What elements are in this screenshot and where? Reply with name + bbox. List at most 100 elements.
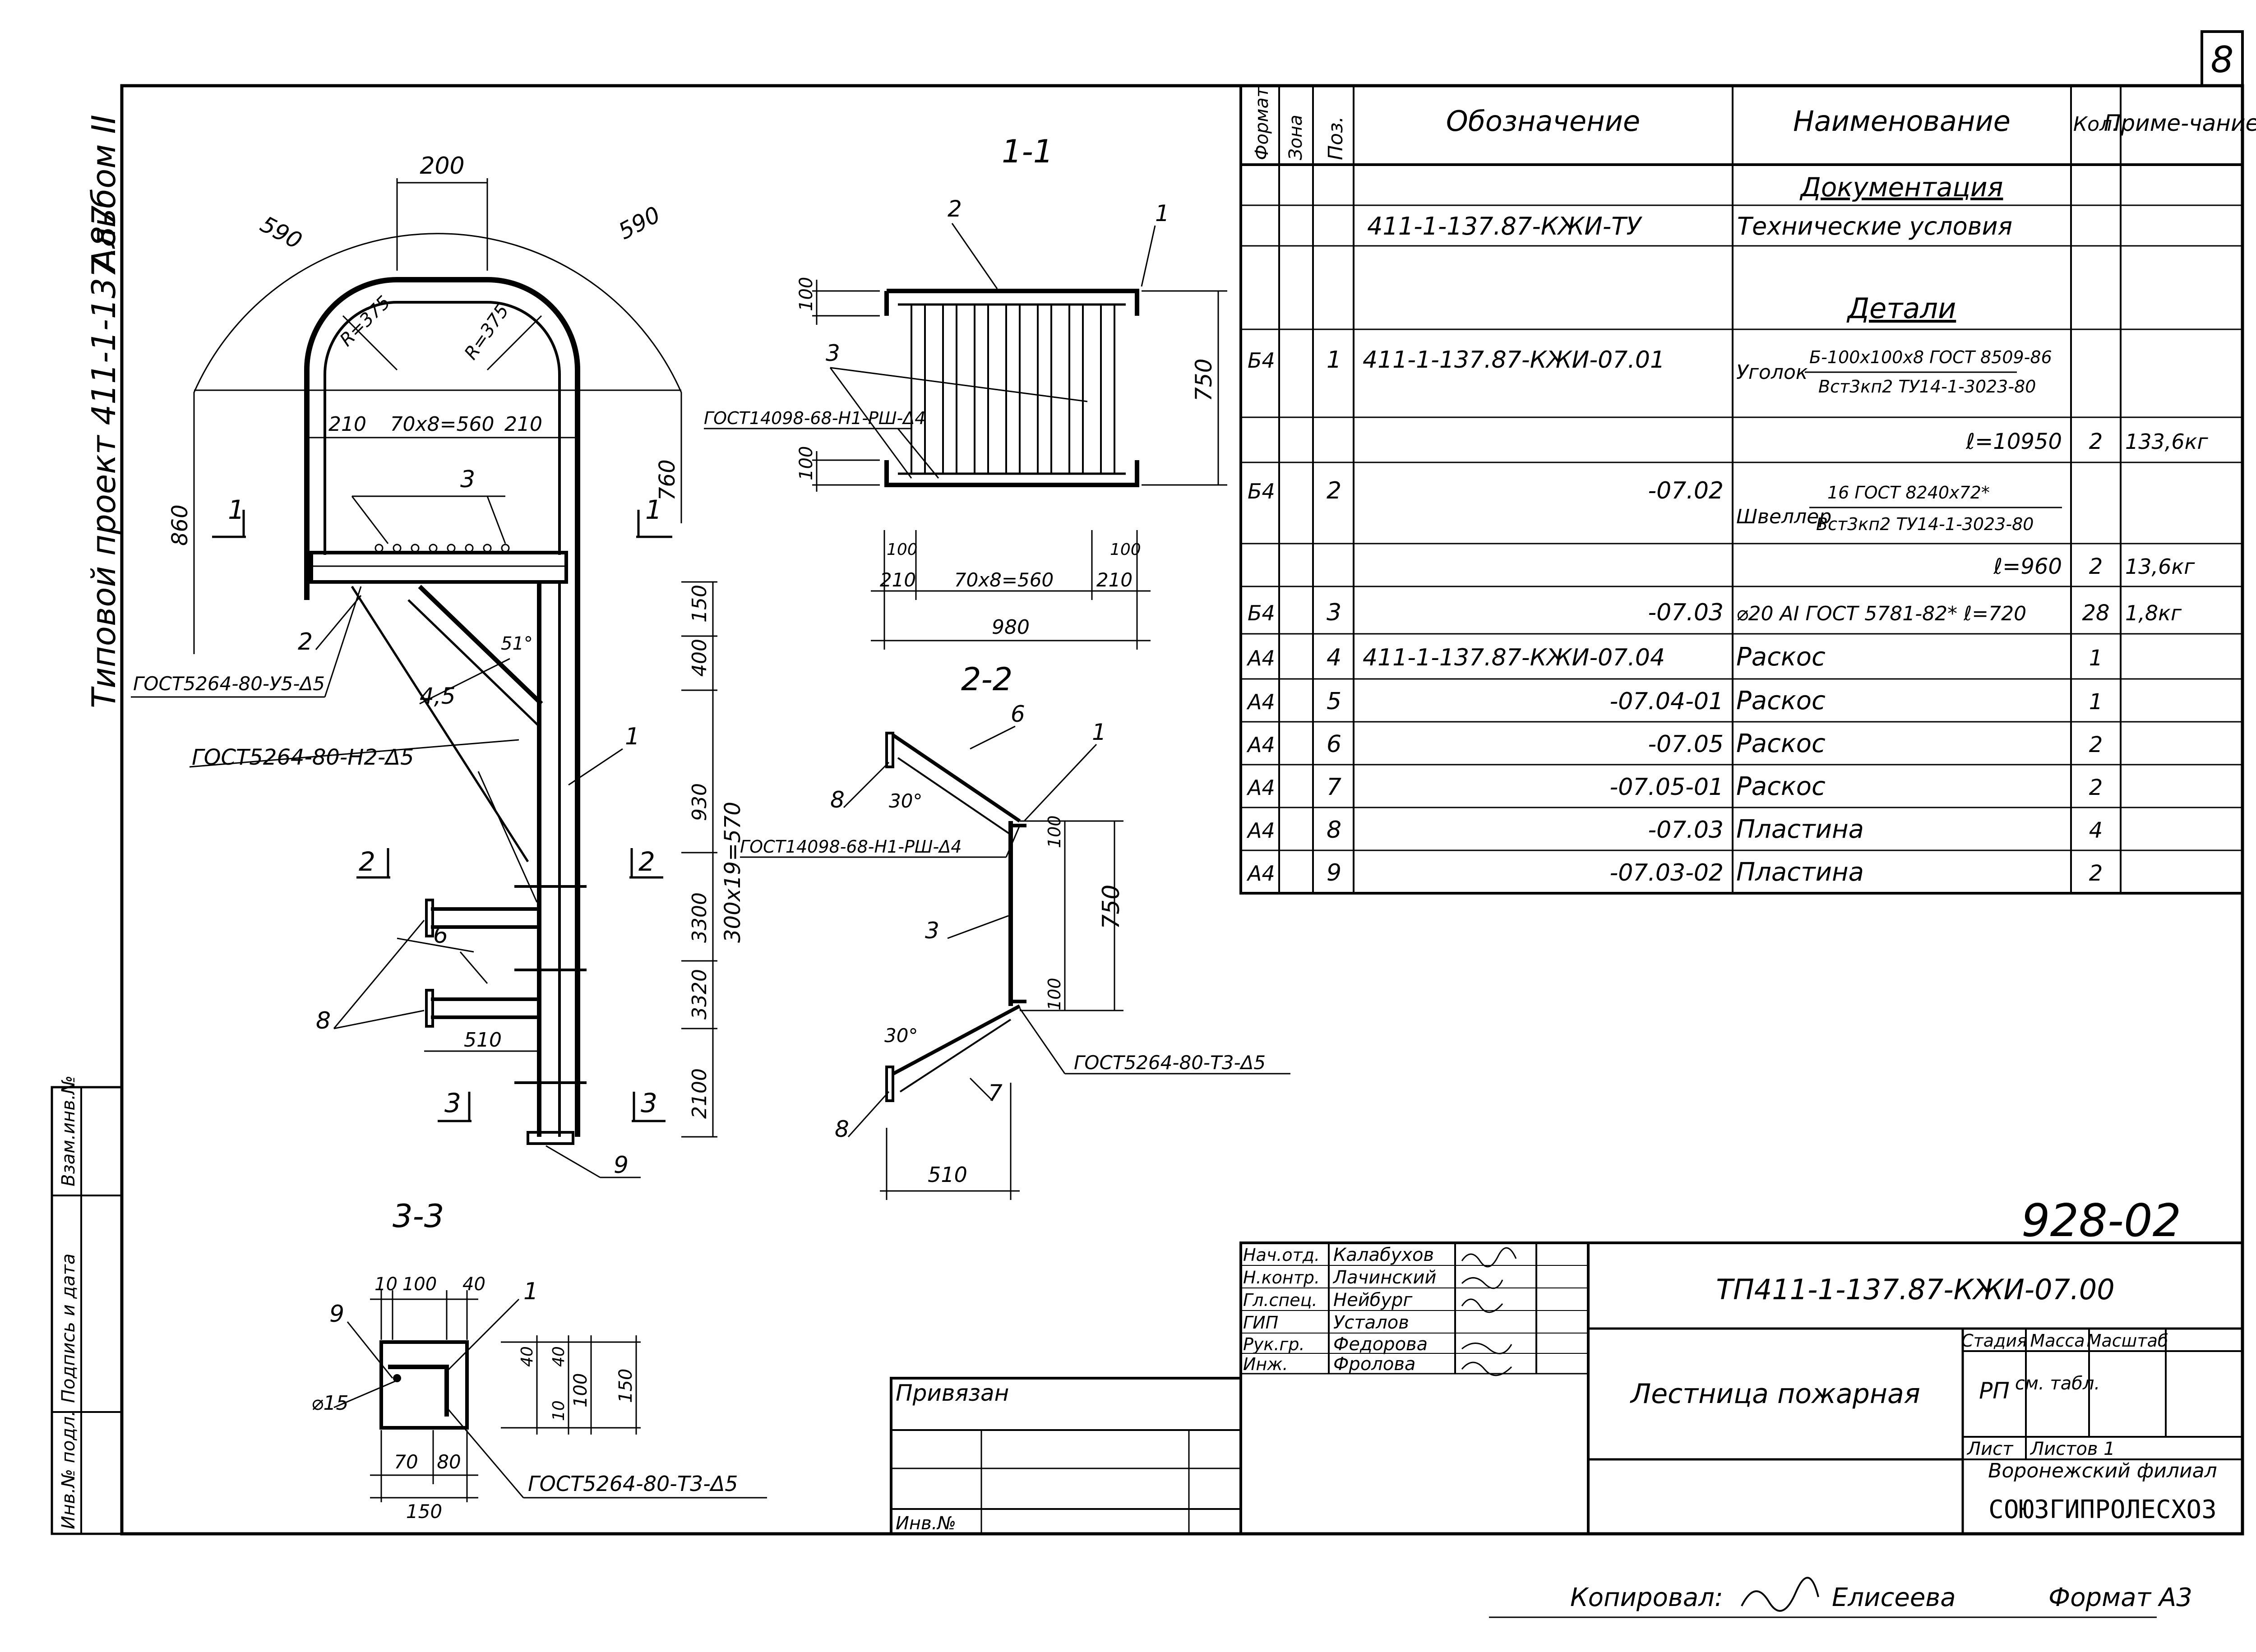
svg-text:Инж.: Инж. [1243,1354,1288,1374]
svg-text:10: 10 [550,1400,568,1421]
svg-text:2-2: 2-2 [961,661,1012,698]
svg-text:1: 1 [523,1278,538,1305]
svg-text:А4: А4 [1246,861,1275,886]
svg-text:5: 5 [1327,688,1341,715]
svg-text:1: 1 [2089,689,2103,715]
svg-text:2: 2 [2089,429,2103,454]
svg-text:2: 2 [2089,775,2103,800]
svg-text:Б4: Б4 [1248,348,1275,373]
svg-text:R=375: R=375 [336,292,395,351]
signature-marks [1461,1247,1517,1376]
section-parts: Детали [1846,292,1956,325]
svg-text:R=375: R=375 [461,301,513,364]
svg-text:Взам.инв.№: Взам.инв.№ [58,1075,79,1186]
docs-name: Технические условия [1737,212,2012,240]
svg-text:Инв.№: Инв.№ [896,1513,956,1534]
svg-text:150: 150 [688,585,711,623]
svg-text:1-1: 1-1 [1002,133,1053,170]
svg-text:2: 2 [359,846,375,877]
svg-text:210: 210 [504,413,542,436]
docs-designation: 411-1-137.87-КЖИ-ТУ [1367,212,1642,240]
svg-text:Копировал:: Копировал: [1570,1583,1723,1612]
svg-text:150: 150 [615,1369,636,1403]
svg-text:-07.05-01: -07.05-01 [1609,774,1724,801]
svg-text:Лачинский: Лачинский [1332,1267,1437,1288]
svg-text:3: 3 [925,918,939,944]
hdr-note: Приме-чание [2104,110,2256,136]
svg-text:100: 100 [402,1274,437,1295]
svg-text:4: 4 [2089,818,2103,843]
svg-text:-07.05: -07.05 [1648,731,1724,758]
svg-text:930: 930 [688,783,711,821]
svg-text:3-3: 3-3 [393,1198,444,1235]
svg-text:Листов 1: Листов 1 [2029,1439,2115,1459]
section-3-3: 3-3 10 100 40 70 80 150 40 40 100 10 150 [311,1198,767,1523]
svg-text:2: 2 [948,196,962,222]
hdr-name: Наименование [1793,105,2011,138]
svg-text:860: 860 [167,504,193,546]
svg-text:Нейбург: Нейбург [1333,1290,1413,1311]
svg-text:80: 80 [437,1451,461,1473]
hdr-qty: Кол. [2073,113,2118,136]
svg-text:2: 2 [638,846,655,877]
svg-text:Лист: Лист [1966,1439,2014,1459]
svg-text:70x8=560: 70x8=560 [954,569,1054,591]
spec-table: Формат Зона Поз. Обозначение Наименовани… [1239,84,2256,895]
svg-text:Н.контр.: Н.контр. [1243,1268,1320,1287]
hdr-zone: Зона [1285,115,1306,160]
svg-text:Вст3кп2 ТУ14-1-3023-80: Вст3кп2 ТУ14-1-3023-80 [1818,377,2036,397]
svg-text:8: 8 [830,787,845,813]
svg-text:Уголок: Уголок [1736,361,1808,384]
svg-text:3320: 3320 [688,969,711,1020]
svg-text:А4: А4 [1246,818,1275,843]
svg-text:Инв.№ подл.: Инв.№ подл. [58,1411,79,1529]
svg-text:100: 100 [796,277,817,311]
svg-text:10: 10 [374,1274,398,1295]
svg-text:750: 750 [1191,359,1217,401]
svg-text:ГИП: ГИП [1243,1313,1278,1333]
svg-text:100: 100 [887,540,918,559]
side-project-label: Типовой проект 411-1-137.87 [85,205,123,708]
svg-text:9: 9 [329,1301,344,1328]
svg-text:510: 510 [928,1163,967,1187]
svg-text:Вст3кп2 ТУ14-1-3023-80: Вст3кп2 ТУ14-1-3023-80 [1816,514,2034,534]
svg-text:70x8=560: 70x8=560 [390,413,495,436]
svg-text:ℓ=10950: ℓ=10950 [1965,429,2062,454]
svg-text:Рук.гр.: Рук.гр. [1243,1334,1305,1354]
svg-text:2: 2 [2089,732,2103,757]
svg-text:Раскос: Раскос [1736,729,1826,758]
svg-text:6: 6 [1327,731,1341,758]
svg-text:1: 1 [625,723,640,750]
svg-text:Калабухов: Калабухов [1333,1245,1434,1265]
section-1-1: 1-1 100 100 750 [704,133,1227,650]
svg-text:210: 210 [880,569,916,591]
svg-text:2100: 2100 [688,1068,711,1119]
svg-text:ℓ=960: ℓ=960 [1993,554,2062,579]
svg-text:3: 3 [444,1088,461,1118]
svg-text:4: 4 [1327,644,1341,671]
svg-text:Нач.отд.: Нач.отд. [1243,1245,1320,1265]
svg-text:ГОСТ5264-80-Т3-Δ5: ГОСТ5264-80-Т3-Δ5 [1074,1052,1266,1074]
svg-text:Формат А3: Формат А3 [2048,1583,2192,1612]
svg-text:100: 100 [1110,540,1141,559]
svg-text:6: 6 [433,922,448,949]
svg-text:3: 3 [460,466,475,493]
svg-text:100: 100 [1045,815,1064,848]
svg-text:6: 6 [1011,701,1025,727]
svg-text:2: 2 [2089,554,2103,579]
svg-text:980: 980 [992,616,1030,639]
svg-text:Масса: Масса [2030,1331,2085,1351]
svg-text:8: 8 [316,1007,331,1034]
svg-text:150: 150 [406,1500,442,1523]
svg-text:А4: А4 [1246,733,1275,757]
main-view: 200 590 590 R=375 R=375 210 70x8=560 210… [131,152,745,1179]
svg-text:3: 3 [1327,599,1341,626]
svg-text:ГОСТ5264-80-Н2-Δ5: ГОСТ5264-80-Н2-Δ5 [192,745,414,770]
svg-text:⌀20 AI ГОСТ 5781-82* ℓ=720: ⌀20 AI ГОСТ 5781-82* ℓ=720 [1736,602,2026,625]
svg-text:1,8кг: 1,8кг [2125,601,2182,625]
svg-text:ГОСТ5264-80-У5-Δ5: ГОСТ5264-80-У5-Δ5 [133,673,325,695]
svg-text:Пластина: Пластина [1736,858,1864,887]
svg-text:51°: 51° [501,633,533,654]
left-stamp: Взам.инв.№ Подпись и дата Инв.№ подл. [51,1075,123,1535]
svg-text:1: 1 [645,494,662,525]
